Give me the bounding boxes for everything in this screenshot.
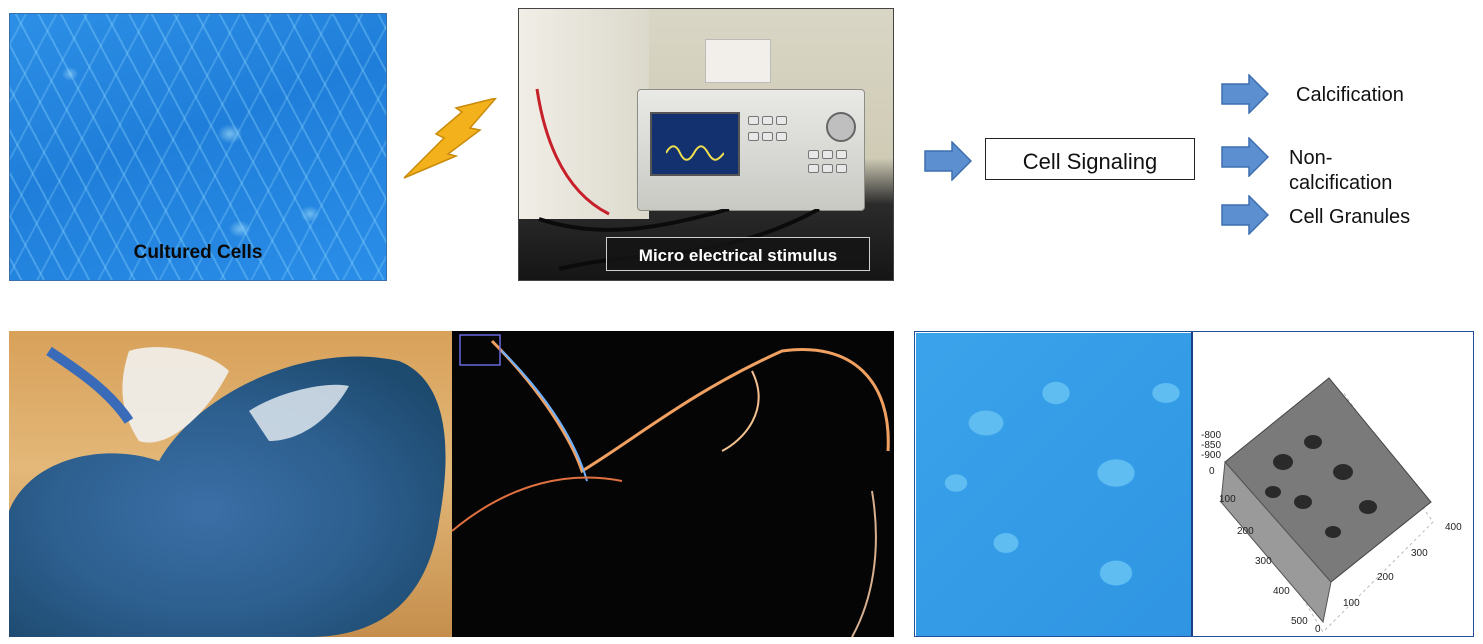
arrow-cell-granules-icon <box>1221 195 1269 235</box>
panel-divider <box>1191 332 1193 636</box>
generator-button <box>822 150 833 159</box>
cultured-cells-label: Cultured Cells <box>133 242 263 263</box>
x-tick-label: 400 <box>1445 522 1462 533</box>
surface-3d-plot: -800 -850 -900 0 100 200 300 400 500 0 1… <box>1193 332 1473 636</box>
generator-button <box>808 150 819 159</box>
outcome-non-calcification-line1: Non- <box>1289 147 1333 169</box>
equipment-label-box: Micro electrical stimulus <box>606 237 870 271</box>
generator-button <box>776 132 787 141</box>
cultured-cells-image: Cultured Cells <box>9 13 387 281</box>
generator-button <box>822 164 833 173</box>
generator-button <box>776 116 787 125</box>
outcome-non-calcification: Non- calcification <box>1289 146 1392 196</box>
outcome-cell-granules: Cell Granules <box>1289 206 1411 228</box>
surface-plot-graphic <box>1220 377 1434 633</box>
z-tick-label: -850 <box>1201 440 1222 451</box>
stimulus-equipment-photo: Micro electrical stimulus <box>518 8 894 281</box>
y-tick-label: 200 <box>1237 526 1254 537</box>
y-tick-label: 100 <box>1219 494 1236 505</box>
x-tick-label: 300 <box>1411 548 1428 559</box>
cell-signaling-box: Cell Signaling <box>985 138 1195 180</box>
generator-button <box>762 116 773 125</box>
y-tick-label: 400 <box>1273 586 1290 597</box>
tissue-shape <box>9 346 446 637</box>
edge-outline <box>452 334 890 637</box>
y-tick-label: 300 <box>1255 556 1272 567</box>
generator-knob <box>826 112 856 142</box>
generator-button <box>748 116 759 125</box>
generator-button <box>808 164 819 173</box>
z-tick-label: -900 <box>1201 450 1222 461</box>
generator-button <box>836 164 847 173</box>
equipment-accessory-box <box>705 39 771 83</box>
x-tick-label: 100 <box>1343 598 1360 609</box>
z-tick-label: -800 <box>1201 430 1222 441</box>
x-tick-label: 0 <box>1315 624 1321 635</box>
lightning-bolt-icon <box>403 98 497 179</box>
cell-signaling-label: Cell Signaling <box>1022 149 1158 174</box>
outcome-non-calcification-line2: calcification <box>1289 172 1393 194</box>
sine-wave-icon <box>666 145 724 161</box>
arrow-to-signaling-icon <box>924 141 972 181</box>
generator-button <box>836 150 847 159</box>
outcome-calcification: Calcification <box>1296 84 1404 106</box>
arrow-non-calcification-icon <box>1221 137 1269 177</box>
function-generator <box>637 89 865 211</box>
microscopy-panel: -800 -850 -900 0 100 200 300 400 500 0 1… <box>914 331 1474 637</box>
generator-button <box>748 132 759 141</box>
z-tick-label: 0 <box>1209 466 1215 477</box>
x-tick-label: 200 <box>1377 572 1394 583</box>
generator-button <box>762 132 773 141</box>
edge-detection-image <box>452 331 894 637</box>
generator-screen <box>650 112 740 176</box>
stained-tissue-photo <box>9 331 452 637</box>
y-tick-label: 500 <box>1291 616 1308 627</box>
equipment-label: Micro electrical stimulus <box>638 246 838 265</box>
granule-micrograph <box>916 333 1191 636</box>
arrow-calcification-icon <box>1221 74 1269 114</box>
red-test-lead <box>535 88 610 216</box>
